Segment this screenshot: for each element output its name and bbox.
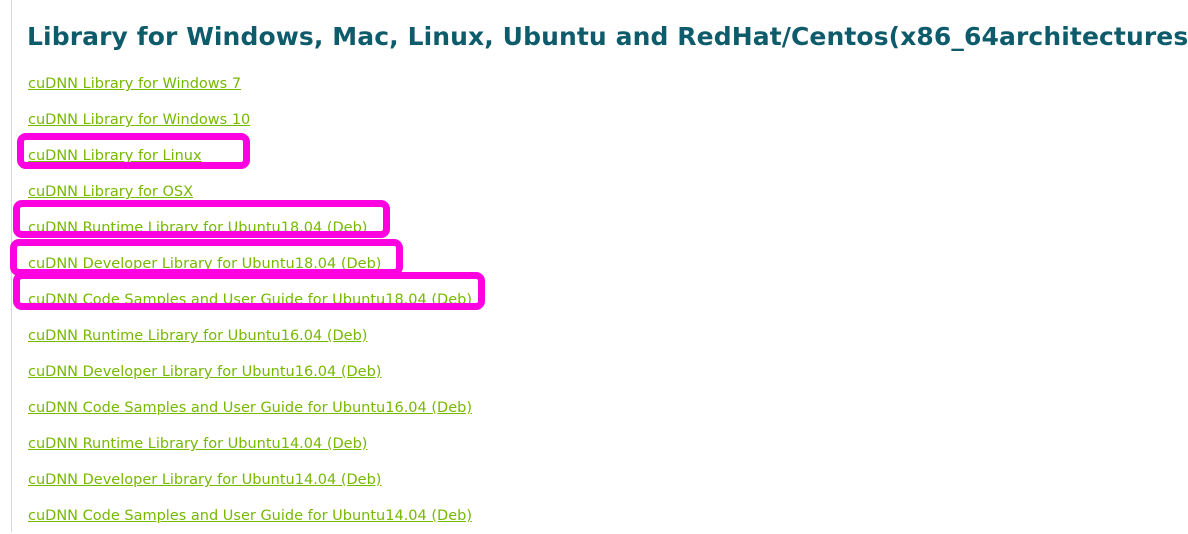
list-item[interactable]: cuDNN Runtime Library for Ubuntu18.04 (D…: [0, 210, 1188, 246]
list-item[interactable]: cuDNN Developer Library for Ubuntu14.04 …: [0, 462, 1188, 498]
link-cudnn-code-samples-user-guide-ubuntu1404-deb[interactable]: cuDNN Code Samples and User Guide for Ub…: [28, 508, 472, 524]
link-cudnn-library-linux[interactable]: cuDNN Library for Linux: [28, 148, 202, 164]
link-cudnn-runtime-library-ubuntu1404-deb[interactable]: cuDNN Runtime Library for Ubuntu14.04 (D…: [28, 436, 368, 452]
link-cudnn-code-samples-user-guide-ubuntu1604-deb[interactable]: cuDNN Code Samples and User Guide for Ub…: [28, 400, 472, 416]
list-item[interactable]: cuDNN Code Samples and User Guide for Ub…: [0, 498, 1188, 534]
download-link-list: cuDNN Library for Windows 7 cuDNN Librar…: [0, 66, 1188, 534]
list-item[interactable]: cuDNN Developer Library for Ubuntu16.04 …: [0, 354, 1188, 390]
list-item[interactable]: cuDNN Developer Library for Ubuntu18.04 …: [0, 246, 1188, 282]
list-item[interactable]: cuDNN Code Samples and User Guide for Ub…: [0, 390, 1188, 426]
link-cudnn-runtime-library-ubuntu1804-deb[interactable]: cuDNN Runtime Library for Ubuntu18.04 (D…: [28, 220, 368, 236]
link-cudnn-library-osx[interactable]: cuDNN Library for OSX: [28, 184, 194, 200]
list-item[interactable]: cuDNN Runtime Library for Ubuntu14.04 (D…: [0, 426, 1188, 462]
page-title: Library for Windows, Mac, Linux, Ubuntu …: [27, 22, 1188, 51]
link-cudnn-library-windows-10[interactable]: cuDNN Library for Windows 10: [28, 112, 251, 128]
list-item[interactable]: cuDNN Library for OSX: [0, 174, 1188, 210]
link-cudnn-library-windows-7[interactable]: cuDNN Library for Windows 7: [28, 76, 242, 92]
list-item[interactable]: cuDNN Library for Windows 10: [0, 102, 1188, 138]
link-cudnn-runtime-library-ubuntu1604-deb[interactable]: cuDNN Runtime Library for Ubuntu16.04 (D…: [28, 328, 368, 344]
list-item[interactable]: cuDNN Code Samples and User Guide for Ub…: [0, 282, 1188, 318]
link-cudnn-developer-library-ubuntu1804-deb[interactable]: cuDNN Developer Library for Ubuntu18.04 …: [28, 256, 382, 272]
link-cudnn-code-samples-user-guide-ubuntu1804-deb[interactable]: cuDNN Code Samples and User Guide for Ub…: [28, 292, 472, 308]
link-cudnn-developer-library-ubuntu1604-deb[interactable]: cuDNN Developer Library for Ubuntu16.04 …: [28, 364, 382, 380]
list-item[interactable]: cuDNN Runtime Library for Ubuntu16.04 (D…: [0, 318, 1188, 354]
list-item[interactable]: cuDNN Library for Windows 7: [0, 66, 1188, 102]
link-cudnn-developer-library-ubuntu1404-deb[interactable]: cuDNN Developer Library for Ubuntu14.04 …: [28, 472, 382, 488]
list-item[interactable]: cuDNN Library for Linux: [0, 138, 1188, 174]
